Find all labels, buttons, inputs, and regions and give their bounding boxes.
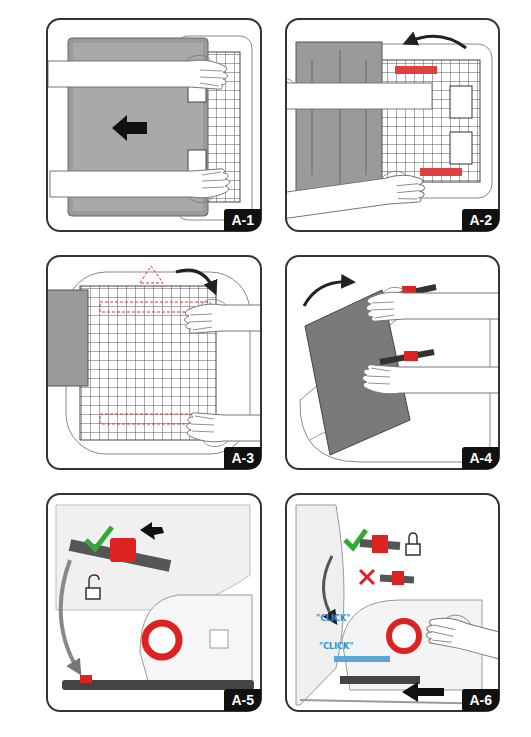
hand xyxy=(48,55,228,89)
belt-guide xyxy=(145,623,179,657)
hand xyxy=(285,167,426,225)
latch xyxy=(395,66,437,74)
belt-guide xyxy=(389,621,419,651)
latch xyxy=(110,538,136,562)
hand xyxy=(367,287,501,321)
latch xyxy=(420,168,462,176)
step-number: A-4 xyxy=(462,447,499,469)
closed-padlock xyxy=(409,533,417,544)
step-panel: A-5 xyxy=(46,493,262,712)
car-seat-back xyxy=(296,505,344,705)
clip xyxy=(450,132,472,164)
step-panel: A-1 xyxy=(46,18,262,232)
cross-mark xyxy=(360,570,374,584)
step-panel: A-2 xyxy=(285,18,500,232)
hand xyxy=(185,299,263,333)
turn-arrow xyxy=(408,36,466,48)
step-number: A-5 xyxy=(224,689,261,711)
latch xyxy=(404,351,418,361)
step-one-art xyxy=(48,36,252,220)
check-mark xyxy=(86,527,112,549)
step-panel: A-6 xyxy=(285,493,500,712)
step-two-art xyxy=(285,36,492,226)
turn-arrow xyxy=(176,270,214,290)
step-panel: A-4 xyxy=(285,255,500,470)
turn-arrow xyxy=(304,282,350,306)
hand xyxy=(424,608,500,687)
base-board xyxy=(340,676,420,684)
push-arrow xyxy=(112,115,147,141)
step-three-art xyxy=(46,266,262,454)
step-number: A-2 xyxy=(462,209,499,231)
hand xyxy=(187,413,263,447)
hand xyxy=(50,169,230,203)
latch-outline xyxy=(140,266,163,283)
step-number: A-3 xyxy=(224,447,261,469)
clip xyxy=(450,86,472,118)
seat-detail xyxy=(210,630,228,648)
push-arrow xyxy=(402,682,444,702)
step-five-art xyxy=(56,505,254,690)
guide-arrow xyxy=(323,556,334,620)
step-four-art xyxy=(300,282,500,462)
detail-inset xyxy=(56,505,250,610)
step-number: A-6 xyxy=(462,689,499,711)
click-label: "CLICK" xyxy=(319,642,353,651)
base-board xyxy=(46,290,88,386)
step-panel: A-3 xyxy=(46,255,262,470)
seat-frame xyxy=(368,44,492,198)
booster-seat xyxy=(140,595,252,688)
step-number: A-1 xyxy=(224,209,261,231)
isofix-arm xyxy=(380,352,434,362)
closed-padlock xyxy=(406,544,420,555)
latch xyxy=(392,571,404,585)
isofix-connector xyxy=(334,656,390,662)
open-padlock xyxy=(89,575,99,588)
pull-arrow xyxy=(140,522,164,540)
step-six-art xyxy=(296,505,500,705)
grid-frame xyxy=(380,60,480,182)
open-padlock xyxy=(86,588,100,599)
hand xyxy=(285,77,432,111)
guide-arrow xyxy=(61,560,78,670)
base-board xyxy=(296,42,382,192)
click-label: "CLICK" xyxy=(316,614,350,623)
latch xyxy=(80,675,92,683)
latch xyxy=(372,535,388,553)
hand xyxy=(363,365,501,399)
board-detail xyxy=(312,50,366,185)
